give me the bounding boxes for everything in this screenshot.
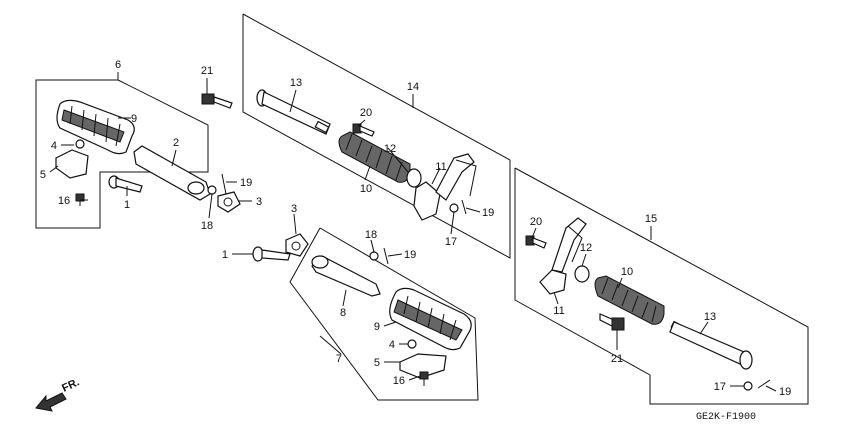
cotter-19-mid <box>383 247 389 265</box>
rubber-10-top <box>338 131 411 183</box>
label-part-17: 17 <box>714 381 726 393</box>
label-part-17: 17 <box>445 236 457 248</box>
label-part-19: 19 <box>779 386 791 398</box>
label-part-2: 2 <box>173 137 179 149</box>
bolt-21-right <box>599 313 625 331</box>
label-part-13: 13 <box>704 311 716 323</box>
label-part-1: 1 <box>124 199 130 211</box>
footpeg-bracket-2-left <box>133 145 211 201</box>
group-15-outline <box>514 167 809 405</box>
washer-18-left <box>207 185 217 195</box>
label-part-5: 5 <box>40 169 46 181</box>
spring-3-mid <box>285 233 309 257</box>
label-part-20: 20 <box>360 107 372 119</box>
diagram-code: GE2K-F1900 <box>696 412 756 423</box>
bolt-16-mid <box>419 371 429 386</box>
leader-lines <box>49 78 777 392</box>
label-part-20: 20 <box>530 216 542 228</box>
label-part-7: 7 <box>336 353 342 365</box>
cotter-19-left <box>221 173 227 195</box>
footpeg-bracket-8 <box>311 255 381 297</box>
washer-17-right <box>743 381 753 391</box>
label-part-11: 11 <box>553 305 564 317</box>
bolt-16-left <box>75 193 85 206</box>
bracket-11-right <box>539 217 587 295</box>
label-part-19: 19 <box>240 177 252 189</box>
label-part-21: 21 <box>201 65 213 77</box>
collar-12-right <box>574 265 590 283</box>
label-part-9: 9 <box>131 113 137 125</box>
label-part-16: 16 <box>58 195 70 207</box>
label-part-10: 10 <box>621 266 633 278</box>
plate-5-left <box>55 149 89 179</box>
pin-1-mid <box>252 246 291 262</box>
rubber-10-right <box>594 275 665 325</box>
front-direction-arrow: FR. <box>35 376 81 412</box>
pin-1-left <box>108 175 143 193</box>
label-part-19: 19 <box>482 207 494 219</box>
label-part-6: 6 <box>115 59 121 71</box>
label-part-18: 18 <box>201 220 213 232</box>
group-7-outline <box>289 227 479 401</box>
label-part-13: 13 <box>290 77 302 89</box>
label-part-12: 12 <box>384 143 396 155</box>
group-6-outline <box>35 79 209 229</box>
cotter-19-right <box>757 379 771 389</box>
label-part-9: 9 <box>374 321 380 333</box>
label-part-18: 18 <box>365 229 377 241</box>
label-part-19: 19 <box>404 249 416 261</box>
cotter-19-top <box>461 199 467 215</box>
plate-5-mid <box>399 353 447 379</box>
washer-17-top <box>449 203 459 213</box>
label-part-3: 3 <box>256 196 262 208</box>
label-part-15: 15 <box>645 213 657 225</box>
label-part-12: 12 <box>580 242 592 254</box>
front-direction-label: FR. <box>60 376 81 394</box>
label-part-8: 8 <box>340 307 346 319</box>
washer-18-mid <box>369 251 379 261</box>
label-part-3: 3 <box>291 203 297 215</box>
bracket-11-top <box>413 153 477 221</box>
label-part-10: 10 <box>360 183 372 195</box>
label-part-4: 4 <box>389 339 395 351</box>
label-part-21: 21 <box>611 353 623 365</box>
label-part-14: 14 <box>407 81 419 93</box>
label-part-1: 1 <box>222 249 228 261</box>
label-part-11: 11 <box>435 161 446 173</box>
bolt-21-top <box>201 93 233 109</box>
collar-12-top <box>406 168 422 188</box>
label-part-4: 4 <box>51 140 57 152</box>
spring-3-left <box>217 191 241 213</box>
nut-4-mid <box>407 339 417 349</box>
footpeg-pin-13-top <box>256 89 331 135</box>
footpeg-rubber-left <box>56 99 135 155</box>
bolt-20-right <box>525 235 547 249</box>
nut-4-left <box>75 139 85 149</box>
group-14-outline <box>242 13 511 259</box>
label-part-5: 5 <box>374 357 380 369</box>
leader-7 <box>319 335 342 355</box>
bolt-20-top <box>352 123 375 137</box>
footpeg-pin-13-right <box>669 320 753 370</box>
footpeg-rubber-9-mid <box>389 287 472 351</box>
label-part-16: 16 <box>393 375 405 387</box>
